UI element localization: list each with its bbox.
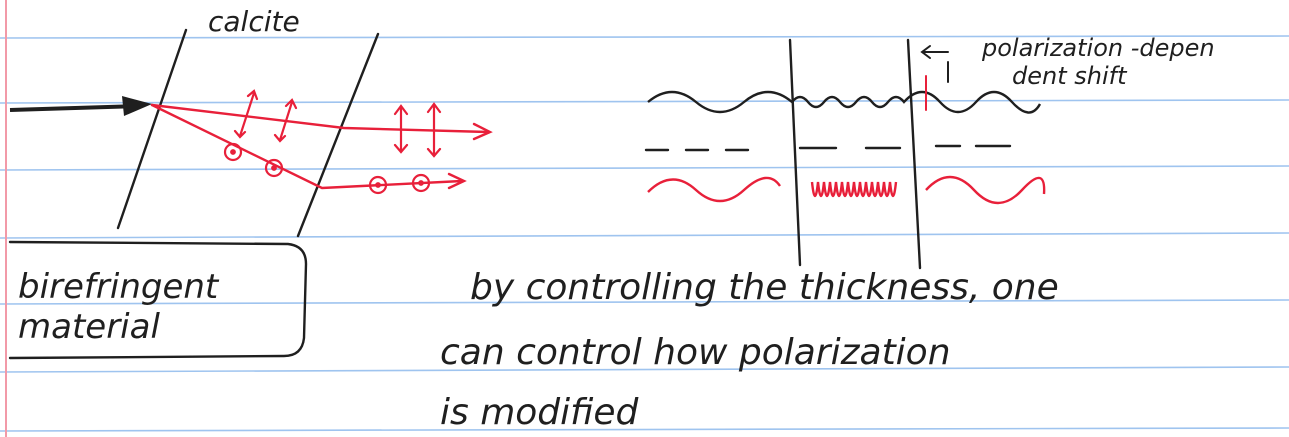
shift-indicator <box>920 45 949 111</box>
calcite-label: calcite <box>208 5 300 38</box>
crystal-right-face <box>296 32 380 238</box>
note-line3: is modified <box>440 392 639 433</box>
note-line1: by controlling the thickness, one <box>470 267 1059 308</box>
incident-beam <box>9 96 152 116</box>
shift-label-line2: dent shift <box>1012 62 1127 90</box>
polarization-dots <box>223 142 431 195</box>
incident-arrowhead <box>122 96 152 116</box>
crystal-left-face <box>116 28 188 230</box>
material-label-line1: birefringent <box>18 267 219 307</box>
material-label-line2: material <box>18 307 160 347</box>
ruled-lines <box>0 35 1289 432</box>
plate-left-edge <box>788 38 802 267</box>
plate-right-edge <box>906 38 922 270</box>
ordinary-ray <box>150 103 464 190</box>
extraordinary-ray <box>150 103 490 134</box>
refracted-rays <box>150 103 493 190</box>
black-wave <box>647 90 1042 114</box>
black-wave-dashes <box>644 144 1012 152</box>
extraordinary-arrowhead <box>472 122 493 141</box>
note-line2: can control how polarization <box>440 332 951 373</box>
calcite-crystal <box>116 28 380 238</box>
plate-boundaries <box>788 38 922 270</box>
material-label-box <box>8 240 308 360</box>
red-wave <box>647 175 1046 205</box>
ordinary-arrowhead <box>447 172 467 190</box>
polarization-arrows <box>233 89 442 158</box>
shift-label-line1: polarization -depen <box>982 34 1215 62</box>
